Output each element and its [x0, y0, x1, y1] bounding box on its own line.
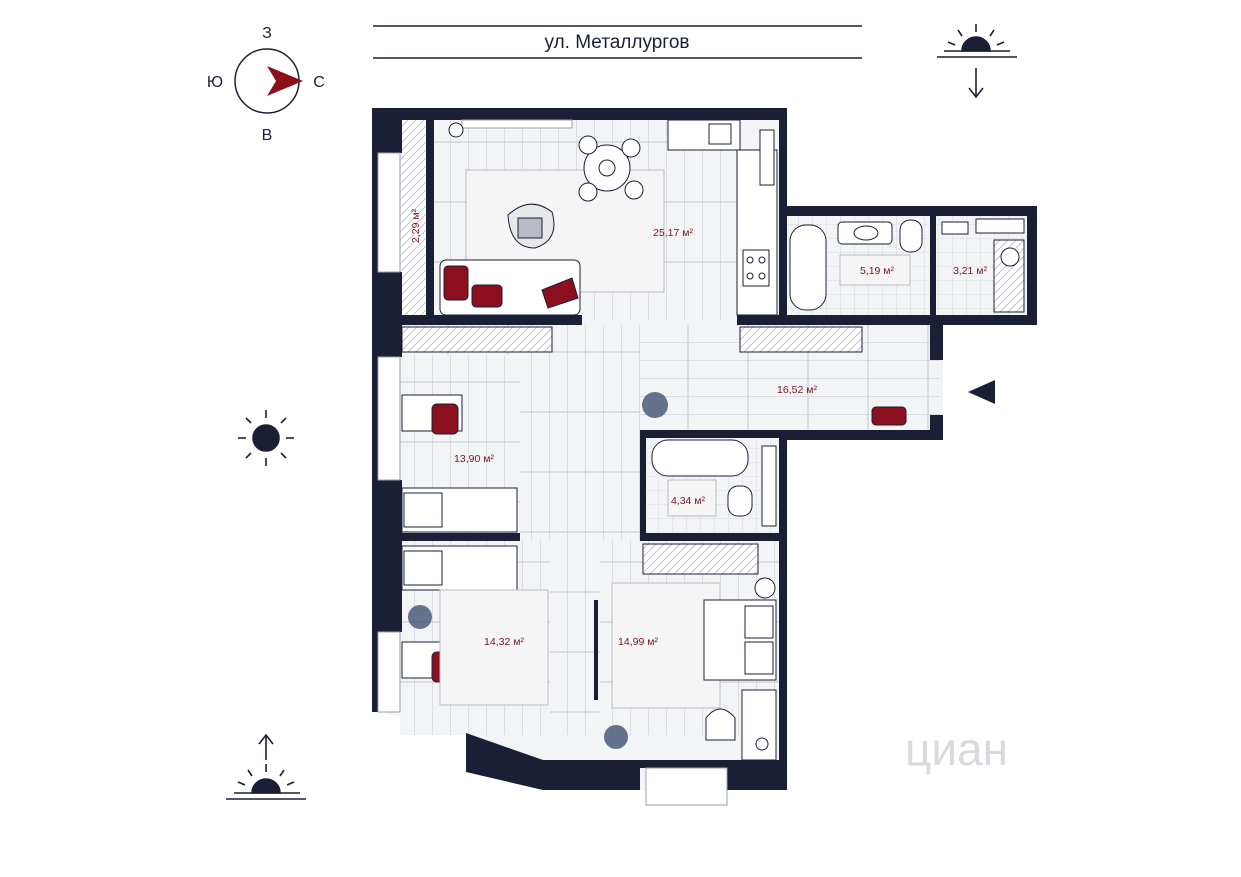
sunrise-top-icon	[937, 24, 1017, 99]
room-area-kitchen-living: 25,17 м²	[653, 227, 693, 239]
room-area-wc: 3,21 м²	[953, 265, 988, 277]
furniture	[401, 119, 1025, 761]
compass: З В Ю С	[207, 25, 325, 144]
walls	[372, 108, 1037, 790]
watermark-text: циан	[905, 723, 1008, 775]
sun-side-icon	[238, 410, 294, 466]
compass-arrow-icon	[267, 66, 303, 96]
room-area-loggia: 2,29 м²	[410, 208, 422, 243]
compass-east-label: В	[262, 127, 273, 144]
room-area-bedroom-2: 14,32 м²	[484, 636, 524, 648]
street-header: ул. Металлургов	[373, 25, 862, 59]
room-labels: 25,17 м² 2,29 м² 5,19 м² 3,21 м² 16,52 м…	[410, 208, 988, 648]
room-area-bathroom-2: 4,34 м²	[671, 495, 706, 507]
compass-south-label: Ю	[207, 74, 223, 91]
room-area-bedroom-3: 14,99 м²	[618, 636, 658, 648]
sunrise-bottom-icon	[226, 733, 306, 800]
room-area-hall: 16,52 м²	[777, 384, 817, 396]
compass-west-label: З	[262, 25, 272, 42]
entrance-arrow-icon	[968, 380, 995, 404]
street-name: ул. Металлургов	[545, 32, 690, 53]
room-area-bathroom-1: 5,19 м²	[860, 265, 895, 277]
compass-north-label: С	[313, 74, 325, 91]
room-area-bedroom-1: 13,90 м²	[454, 453, 494, 465]
windows	[377, 119, 728, 806]
